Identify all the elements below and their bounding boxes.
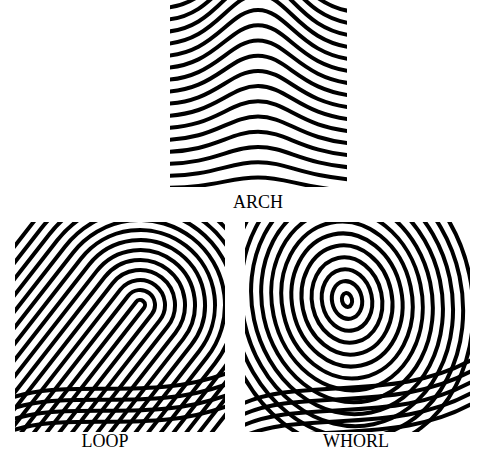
loop-ridge [15,403,225,432]
loop-pattern [15,222,225,432]
arch-ridge [170,40,347,84]
whorl-ridge [279,223,414,377]
pattern-label: LOOP [81,431,128,451]
whorl-ridge [245,388,470,432]
loop-ridge [15,222,225,432]
whorl-ridge [328,278,365,321]
arch-ridge [170,147,347,168]
pattern-label: WHORL [323,431,389,451]
whorl-ridge [245,399,470,432]
loop-ridge [15,222,225,432]
whorl-ridge [245,222,470,432]
arch-ridge [170,56,347,96]
whorl-ridge [245,222,470,432]
arch-pattern [170,0,347,187]
pattern-label: ARCH [233,192,283,212]
whorl-ridge [245,222,470,432]
arch-ridge [170,178,347,187]
arch-ridge [170,132,347,156]
loop-ridge [15,222,225,432]
loop-ridge [15,222,225,432]
whorl-ridge [316,264,378,335]
whorl-ridge [304,251,390,350]
whorl-pattern [245,222,470,432]
arch-ridge [170,10,347,60]
whorl-ridge [341,292,354,308]
arch-ridge [170,25,347,72]
arch-ridge [170,0,347,36]
